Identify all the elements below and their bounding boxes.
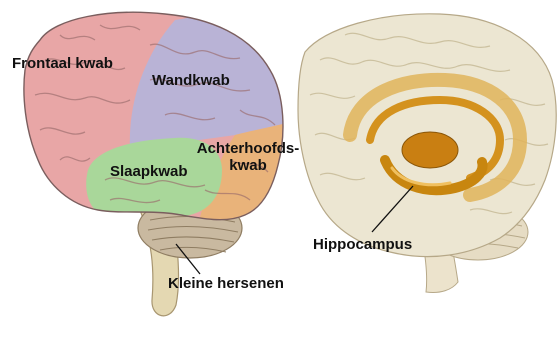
hippocampus-label: Hippocampus [313,236,412,253]
cerebellum-label: Kleine hersenen [168,275,284,292]
temporal-lobe-label: Slaapkwab [110,163,188,180]
occipital-lobe-label: Achterhoofds- kwab [183,140,313,174]
frontal-lobe-label: Frontaal kwab [12,55,113,72]
parietal-lobe-label: Wandkwab [152,72,230,89]
occipital-label-line2: kwab [229,157,267,174]
occipital-label-line1: Achterhoofds- [197,140,300,157]
thalamus [402,132,458,168]
